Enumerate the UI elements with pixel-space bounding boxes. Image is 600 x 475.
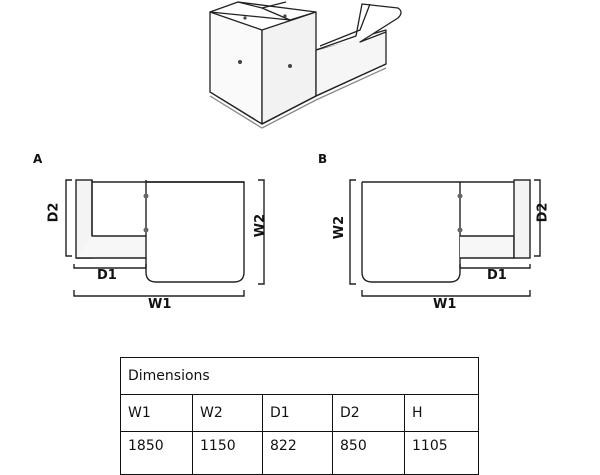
desk-3d-illustration (209, 1, 402, 129)
panel-a-floorplan (65, 179, 265, 297)
header-d1: D1 (262, 394, 333, 432)
panel-a-d2-label: D2 (46, 202, 62, 223)
panel-a-d1-label: D1 (97, 268, 117, 283)
panel-b-w1-label: W1 (433, 297, 457, 312)
header-h: H (403, 394, 480, 432)
dimensions-table: Dimensions W1 W2 D1 D2 H 1850 1150 822 8… (119, 357, 480, 475)
panel-b-label: B (318, 152, 328, 166)
desk-fitting-4 (283, 14, 287, 18)
panel-a-fitting-2 (143, 227, 149, 233)
dimensions-title: Dimensions (119, 357, 480, 395)
value-d1: 822 (262, 431, 333, 475)
header-w1: W1 (120, 394, 193, 432)
panel-b-d1-label: D1 (487, 268, 507, 283)
value-d2: 850 (332, 431, 405, 475)
header-d2: D2 (332, 394, 405, 432)
desk-fitting-1 (238, 60, 242, 64)
header-w2: W2 (192, 394, 263, 432)
value-w1: 1850 (120, 431, 193, 475)
value-h: 1105 (403, 431, 480, 475)
panel-b-w2-label: W2 (332, 215, 348, 240)
panel-a-w2-label: W2 (253, 213, 269, 238)
desk-fitting-3 (243, 16, 247, 20)
panel-b-fitting-2 (457, 227, 463, 233)
panel-b-d2-label: D2 (535, 202, 551, 223)
desk-fitting-2 (288, 64, 292, 68)
panel-b-fitting-1 (457, 193, 463, 199)
panel-a-fitting-1 (143, 193, 149, 199)
panel-a-label: A (33, 152, 43, 166)
panel-b-floorplan (349, 179, 541, 297)
panel-a-w1-label: W1 (148, 297, 172, 312)
value-w2: 1150 (192, 431, 263, 475)
